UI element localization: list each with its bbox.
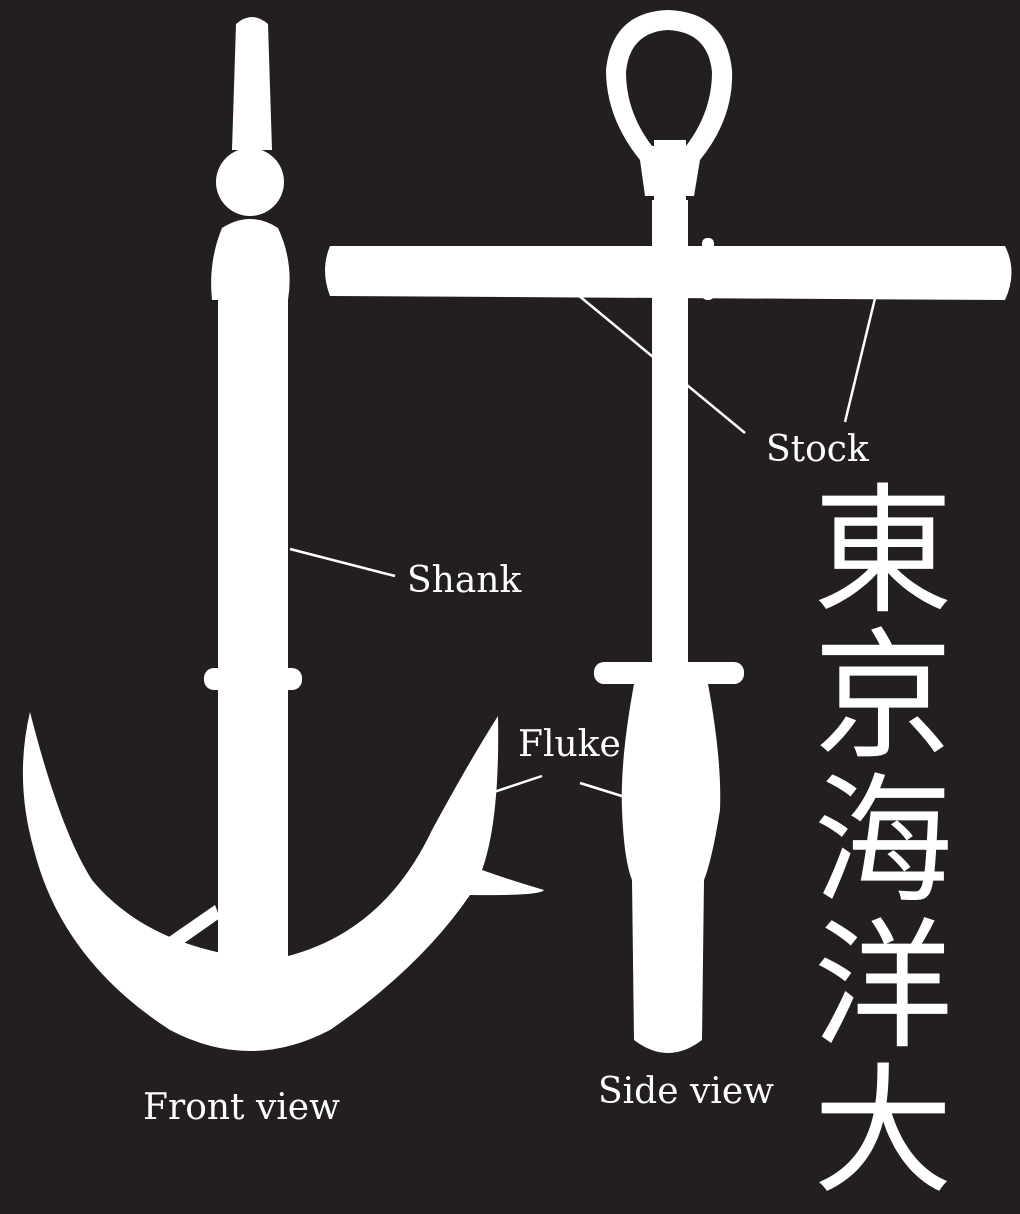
side-view-label: Side view (598, 1071, 774, 1112)
leader-lines (289, 289, 879, 799)
front-anchor-arms (22, 712, 544, 1051)
vertical-title: 東京海洋大 (812, 471, 953, 1214)
side-anchor-fluke (621, 684, 721, 1053)
front-anchor-collar (204, 668, 302, 690)
front-anchor-knob (216, 148, 284, 216)
fluke-label: Fluke (518, 724, 621, 765)
stock-leader-left (571, 289, 746, 434)
anchor-diagram (22, 10, 1012, 1053)
side-anchor-crosspiece (594, 662, 744, 684)
shank-leader (289, 547, 396, 578)
side-view-anchor (325, 10, 1012, 1053)
side-anchor-shank (652, 200, 688, 680)
front-view-label: Front view (143, 1087, 340, 1128)
fluke-leader-right (579, 781, 626, 799)
front-anchor-shank (218, 290, 288, 990)
front-anchor-shank-bulb (211, 219, 290, 300)
front-view-anchor (22, 17, 544, 1051)
side-anchor-shackle (606, 10, 733, 196)
stock-label: Stock (766, 429, 869, 470)
stock-leader-right (843, 289, 879, 423)
shank-label: Shank (407, 560, 522, 601)
side-anchor-neck (654, 140, 686, 210)
fluke-leader-left (493, 774, 543, 794)
side-anchor-stock-collar (702, 238, 714, 300)
front-anchor-brace (150, 905, 220, 960)
front-anchor-head (232, 17, 272, 150)
